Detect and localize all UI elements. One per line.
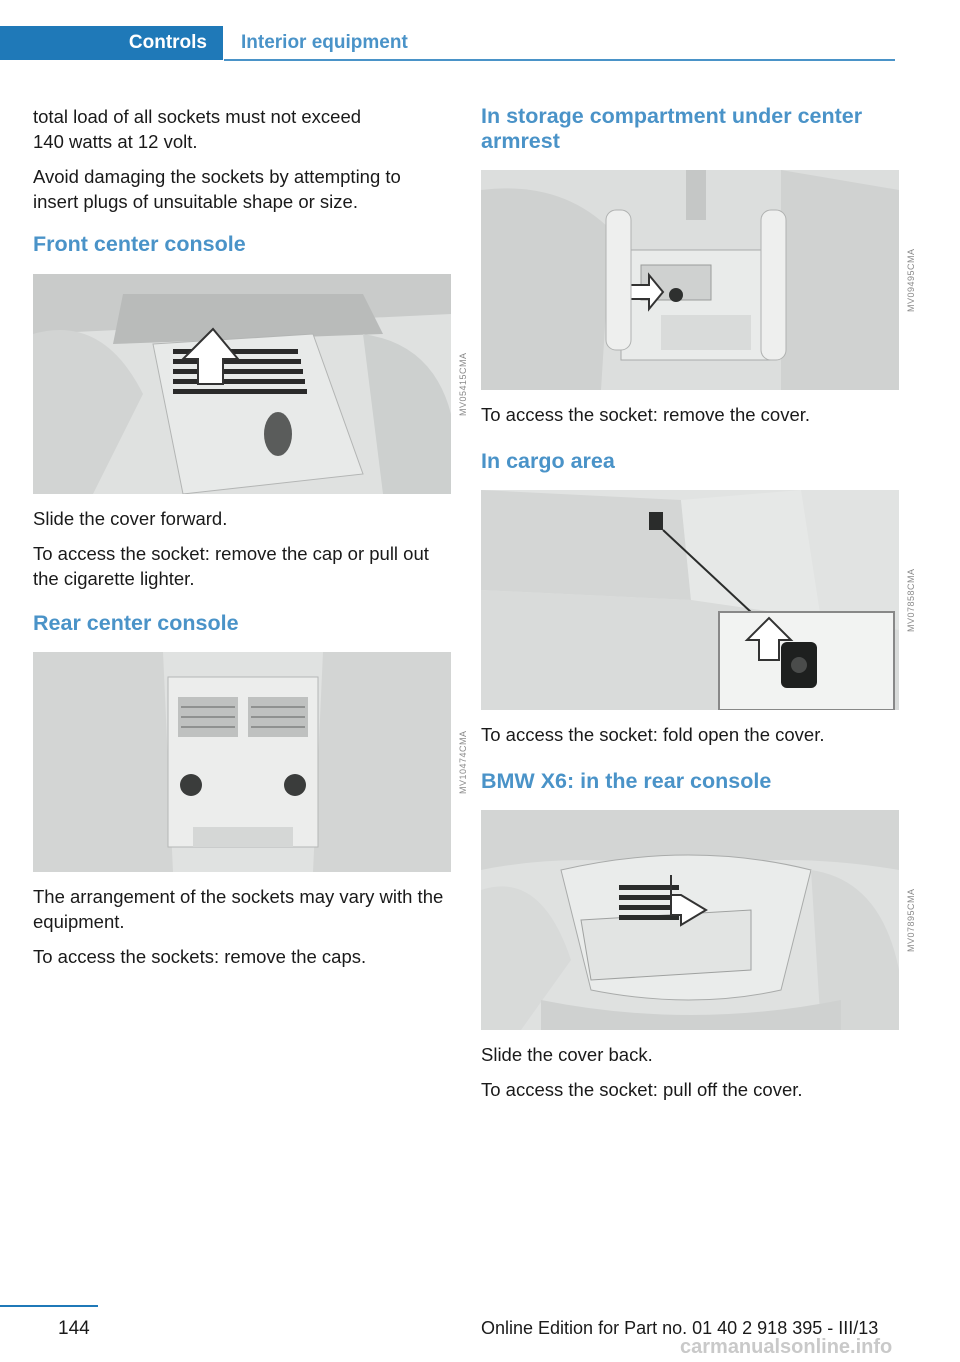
left-column: total load of all sockets must not excee…: [33, 104, 468, 979]
figure-armrest-compartment: MV09495CMA: [481, 170, 921, 390]
figure-code: MV07895CMA: [906, 888, 916, 952]
x6-text-2: To access the socket: pull off the cover…: [481, 1079, 803, 1100]
intro-paragraph-1: total load of all sockets must not excee…: [33, 106, 362, 152]
figure-code: MV05415CMA: [458, 352, 468, 416]
cargo-text-1: To access the socket: fold open the cove…: [481, 724, 825, 745]
page-number: 144: [58, 1318, 90, 1339]
heading-bmw-x6-rear-console: BMW X6: in the rear console: [481, 769, 772, 793]
figure-cargo-area: MV07858CMA: [481, 490, 921, 710]
footer-rule: [0, 1305, 98, 1307]
figure-front-center-console: MV05415CMA: [33, 274, 473, 494]
right-column: In storage compartment under center armr…: [481, 104, 916, 1112]
figure-rear-center-console: MV10474CMA: [33, 652, 473, 872]
front-text-2: To access the socket: remove the cap or …: [33, 543, 429, 589]
heading-cargo-area: In cargo area: [481, 449, 615, 473]
figure-x6-rear-console: MV07895CMA: [481, 810, 921, 1030]
page-header: Controls Interior equipment: [0, 26, 895, 62]
figure-code: MV07858CMA: [906, 568, 916, 632]
x6-text-1: Slide the cover back.: [481, 1044, 653, 1065]
heading-front-center-console: Front center console: [33, 232, 246, 256]
figure-code: MV09495CMA: [906, 248, 916, 312]
section-tab-controls[interactable]: Controls: [0, 26, 223, 60]
section-tab-interior-equipment[interactable]: Interior equipment: [241, 32, 408, 53]
front-text-1: Slide the cover forward.: [33, 508, 228, 529]
heading-rear-center-console: Rear center console: [33, 611, 239, 635]
armrest-text-1: To access the socket: remove the cover.: [481, 404, 811, 425]
rear-text-1: The arrangement of the sockets may vary …: [33, 886, 444, 932]
header-rule: [224, 59, 895, 61]
watermark: carmanualsonline.info: [680, 1336, 893, 1358]
heading-storage-compartment-armrest: In storage compartment under center armr…: [481, 104, 863, 153]
figure-code: MV10474CMA: [458, 730, 468, 794]
footer-edition: Online Edition for Part no. 01 40 2 918 …: [481, 1318, 879, 1338]
intro-paragraph-2: Avoid damaging the sockets by attempting…: [33, 166, 401, 212]
rear-text-2: To access the sockets: remove the caps.: [33, 946, 367, 967]
